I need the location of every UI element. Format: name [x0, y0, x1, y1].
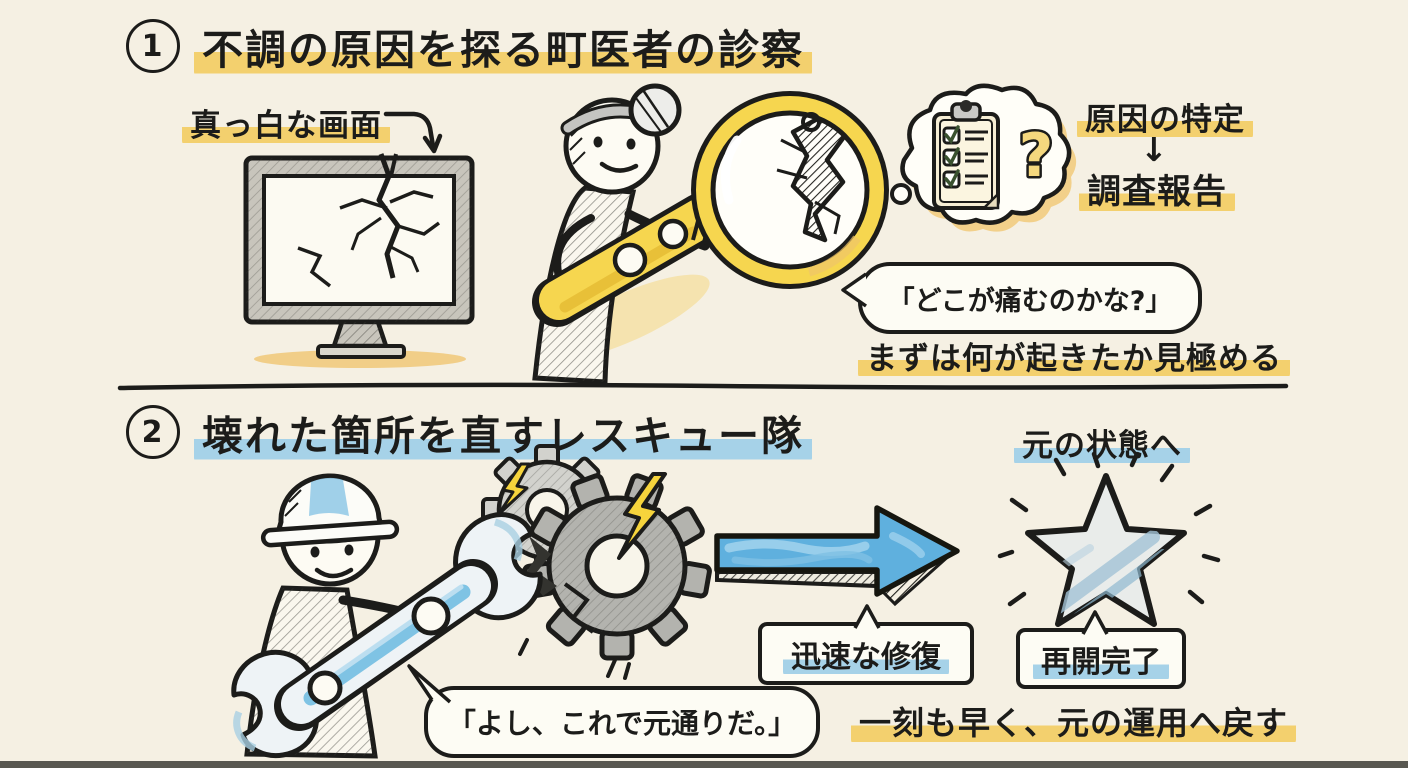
arrow-right-icon [714, 505, 960, 607]
speech-bubble-tail [841, 272, 867, 308]
section2-title: 2 壊れた箇所を直すレスキュー隊 [126, 402, 812, 462]
arrow-callout-label: 迅速な修復 [783, 631, 949, 676]
lightning-icon [497, 462, 531, 516]
lens-crack [776, 115, 852, 243]
star-callout-label: 再開完了 [1033, 636, 1169, 681]
worker-speech-bubble: 「よし、これで元通りだ。」 [424, 686, 820, 758]
head-mirror-icon [628, 83, 682, 137]
section2-title-text: 壊れた箇所を直すレスキュー隊 [194, 402, 812, 462]
callout-pointer [853, 604, 881, 629]
section1-title: 1 不調の原因を探る町医者の診察 [126, 16, 812, 76]
arrow-callout: 迅速な修復 [758, 622, 974, 685]
doctor-speech-bubble: 「どこが痛むのかな?」 [858, 262, 1202, 334]
hand [307, 670, 343, 706]
clipboard-icon [932, 100, 1000, 210]
motion-marks [518, 638, 631, 680]
broken-monitor-icon [243, 153, 475, 368]
section1-title-text: 不調の原因を探る町医者の診察 [194, 16, 812, 76]
section1-number-badge: 1 [126, 19, 180, 73]
star-callout: 再開完了 [1016, 628, 1186, 689]
section2-caption: 一刻も早く、元の運用へ戻す [851, 698, 1297, 744]
section2-number-badge: 2 [126, 405, 180, 459]
hand [657, 218, 689, 250]
thought-bubble-icon: ? [890, 83, 1077, 232]
hand [612, 242, 648, 278]
worker-quote: 「よし、これで元通りだ。」 [447, 707, 797, 740]
magnifier-icon [532, 91, 889, 327]
result-bottom-label: 調査報告 [1079, 164, 1235, 213]
section-divider [117, 382, 1289, 391]
lightning-icon [617, 472, 667, 560]
hand [411, 596, 451, 636]
doctor-with-magnifier [532, 83, 889, 385]
result-top-label: 原因の特定 [1077, 94, 1253, 139]
star-icon [997, 451, 1221, 647]
question-mark-icon: ? [1019, 121, 1054, 191]
goal-label: 元の状態へ [1014, 420, 1190, 465]
blank-screen-label: 真っ白な画面 [182, 100, 390, 145]
doctor-quote: 「どこが痛むのかな?」 [887, 285, 1173, 317]
curved-arrow-icon [383, 111, 443, 154]
speech-bubble-tail [407, 664, 452, 704]
bottom-edge-shadow [0, 761, 1408, 768]
down-arrow-icon: ↓ [1140, 130, 1169, 169]
callout-pointer [1081, 610, 1109, 635]
wrench-icon [231, 512, 543, 759]
section1-caption: まずは何が起きたか見極める [858, 333, 1290, 378]
rescue-worker-scene [231, 444, 712, 759]
